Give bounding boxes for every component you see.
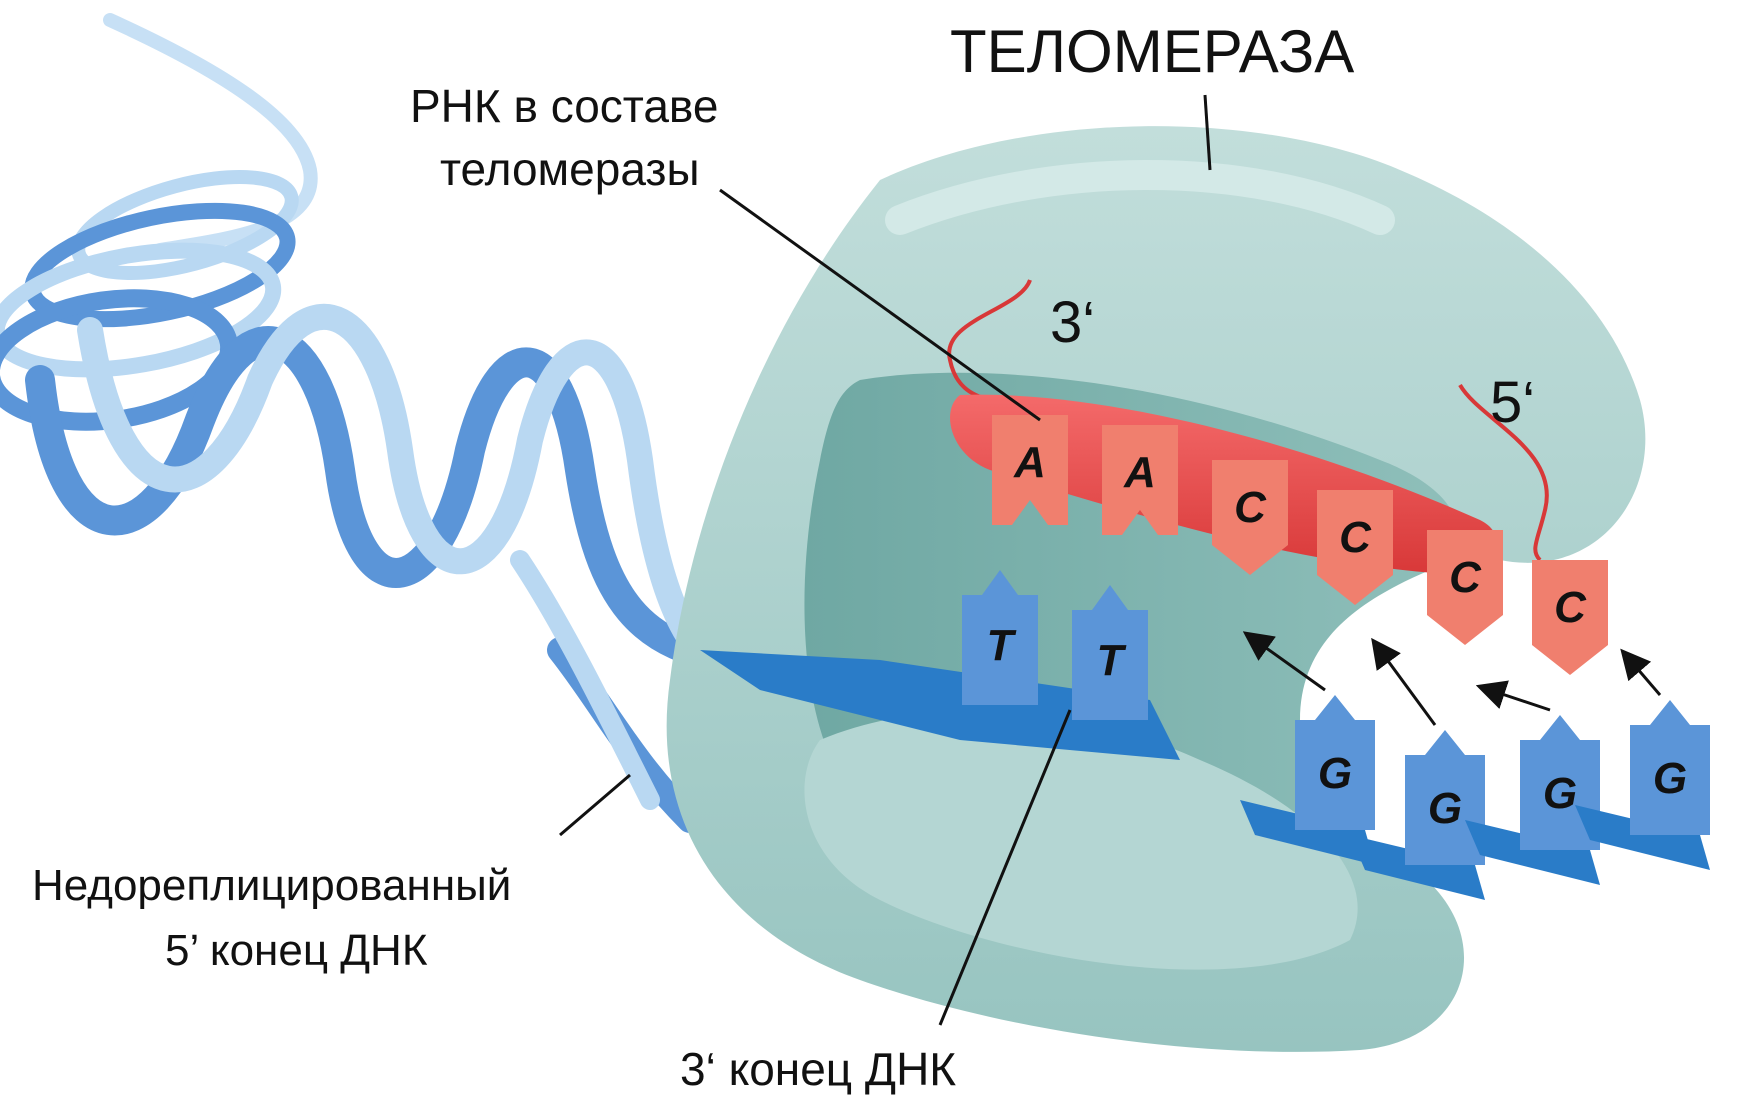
rna-base-letter: C xyxy=(1234,483,1267,532)
dna-base-letter: G xyxy=(1653,754,1687,803)
incoming-nucleotide: G xyxy=(1465,690,1600,885)
rna-base-letter: A xyxy=(1013,438,1046,487)
underrep-label-line2: 5’ конец ДНК xyxy=(165,926,428,975)
pairing-arrow xyxy=(1490,690,1550,710)
pairing-arrow xyxy=(1380,650,1435,725)
pairing-arrow xyxy=(1630,660,1660,695)
leader-5prime-end xyxy=(560,775,630,835)
dna-helix xyxy=(0,20,760,820)
dna-strands xyxy=(40,317,760,820)
rna-5prime-label: 5‘ xyxy=(1490,370,1535,435)
rna-base: C xyxy=(1532,560,1608,675)
rna-base-letter: C xyxy=(1449,553,1482,602)
dna-base-letter: G xyxy=(1318,749,1352,798)
dna-base-letter: G xyxy=(1543,769,1577,818)
rna-label-line2: теломеразы xyxy=(440,143,700,195)
rna-base: C xyxy=(1427,530,1503,645)
rna-base-letter: C xyxy=(1339,513,1372,562)
dna-base-letter: G xyxy=(1428,784,1462,833)
rna-base-letter: C xyxy=(1554,583,1587,632)
rna-label-line1: РНК в составе xyxy=(410,80,718,132)
dna-base-letter: T xyxy=(1097,636,1127,685)
rna-3prime-label: 3‘ xyxy=(1050,290,1095,355)
title-label: ТЕЛОМЕРАЗА xyxy=(950,18,1354,85)
rna-base-letter: A xyxy=(1123,448,1156,497)
dna-base-letter: T xyxy=(987,621,1017,670)
dna-3end-label: 3‘ конец ДНК xyxy=(680,1043,956,1095)
underrep-label-line1: Недореплицированный xyxy=(32,861,511,910)
